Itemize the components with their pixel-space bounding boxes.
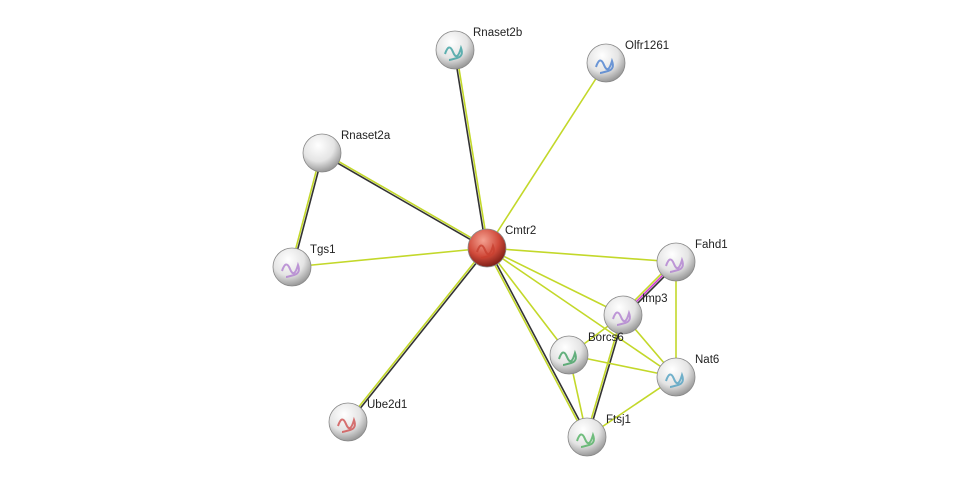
node-nat6[interactable]: Nat6: [656, 354, 719, 397]
node-label: Rnaset2b: [473, 27, 522, 39]
node-sphere: [435, 30, 475, 70]
edge-line-textmining: [486, 247, 677, 263]
edge-line-coexpression: [453, 50, 487, 249]
node-label: Fahd1: [695, 239, 728, 251]
node-label: Ftsj1: [606, 414, 631, 426]
protein-structure-icon: [665, 256, 684, 273]
node-olfr1261[interactable]: Olfr1261: [586, 40, 669, 83]
node-borcs6[interactable]: Borcs6: [549, 332, 624, 375]
node-sphere: [272, 247, 312, 287]
node-sphere: [328, 402, 368, 442]
edge-line-textmining: [585, 314, 623, 437]
edge-imp3-ftsj1[interactable]: [585, 314, 625, 438]
edge-cmtr2-tgs1[interactable]: [291, 247, 488, 268]
node-label: Tgs1: [310, 244, 336, 256]
node-sphere: [656, 242, 696, 282]
edge-rnaset2a-tgs1[interactable]: [290, 152, 324, 268]
node-sphere: [586, 43, 626, 83]
protein-structure-icon: [476, 242, 495, 259]
edge-cmtr2-borcs6[interactable]: [486, 247, 570, 356]
edge-line-coexpression: [292, 153, 324, 268]
edge-line-textmining: [290, 152, 322, 267]
edge-line-textmining: [322, 151, 488, 248]
protein-structure-icon: [576, 431, 595, 448]
edge-line-textmining: [486, 62, 607, 249]
edge-cmtr2-nat6[interactable]: [486, 247, 677, 378]
edge-line-coexpression: [321, 153, 487, 250]
node-label: Borcs6: [588, 332, 624, 344]
edge-line-textmining: [346, 246, 487, 422]
edge-cmtr2-rnaset2b[interactable]: [453, 49, 489, 249]
node-ftsj1[interactable]: Ftsj1: [567, 414, 631, 457]
protein-structure-icon: [337, 416, 356, 433]
node-label: Cmtr2: [505, 225, 536, 237]
node-imp3[interactable]: Imp3: [603, 293, 668, 335]
node-label: Nat6: [695, 354, 719, 366]
protein-structure-icon: [595, 57, 614, 74]
edge-line-coexpression: [587, 315, 625, 438]
node-label: Rnaset2a: [341, 130, 391, 142]
node-label: Imp3: [642, 293, 668, 305]
edge-cmtr2-ube2d1[interactable]: [346, 246, 489, 424]
node-sphere: [656, 357, 696, 397]
protein-structure-icon: [665, 371, 684, 388]
edge-cmtr2-fahd1[interactable]: [486, 247, 677, 263]
node-fahd1[interactable]: Fahd1: [656, 239, 728, 282]
node-sphere: [549, 335, 589, 375]
node-label: Ube2d1: [367, 399, 407, 411]
node-tgs1[interactable]: Tgs1: [272, 244, 336, 287]
edge-cmtr2-olfr1261[interactable]: [486, 62, 607, 249]
node-sphere: [603, 295, 643, 335]
node-rnaset2b[interactable]: Rnaset2b: [435, 27, 522, 70]
edge-line-textmining: [486, 247, 677, 378]
edge-cmtr2-imp3[interactable]: [486, 247, 624, 316]
node-cmtr2[interactable]: Cmtr2: [467, 225, 536, 268]
protein-structure-icon: [444, 44, 463, 61]
node-sphere: [302, 133, 342, 173]
node-sphere: [567, 417, 607, 457]
node-rnaset2a[interactable]: Rnaset2a: [302, 130, 391, 173]
protein-structure-icon: [558, 349, 577, 366]
edge-line-textmining: [291, 247, 488, 268]
edge-cmtr2-rnaset2a[interactable]: [321, 151, 488, 250]
edge-cmtr2-ftsj1[interactable]: [485, 247, 589, 438]
node-label: Olfr1261: [625, 40, 669, 52]
protein-structure-icon: [281, 261, 300, 278]
node-ube2d1[interactable]: Ube2d1: [328, 399, 407, 442]
edge-line-textmining: [455, 49, 489, 248]
node-sphere: [467, 228, 507, 268]
edge-line-textmining: [485, 248, 587, 438]
protein-structure-icon: [612, 309, 631, 326]
edge-line-coexpression: [487, 247, 589, 437]
edge-line-textmining: [486, 247, 570, 356]
edge-line-coexpression: [348, 248, 489, 424]
edge-line-textmining: [486, 247, 624, 316]
